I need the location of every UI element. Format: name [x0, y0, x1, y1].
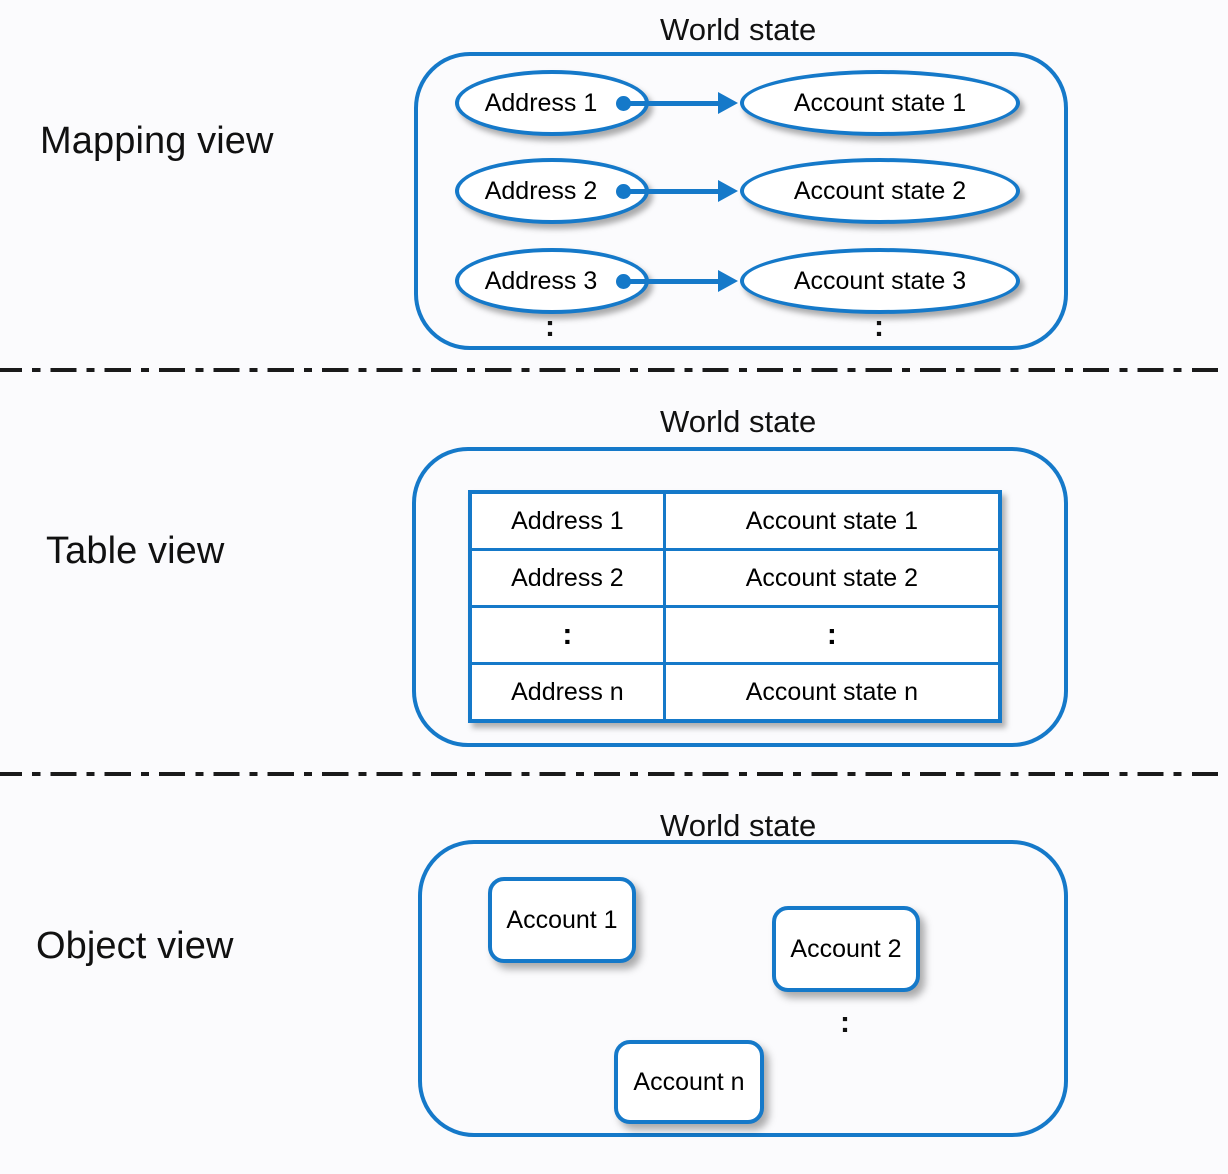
table-cell-address: Address n [468, 662, 666, 723]
world-state-caption-table: World state [660, 404, 817, 439]
address-node-1-label: Address 1 [484, 88, 598, 117]
table-cell-address: Address 2 [468, 548, 666, 608]
row-label-table-view: Table view [46, 530, 225, 572]
table-cell-account-state: Account state n [662, 662, 1002, 723]
account-object-1-label: Account 1 [506, 905, 618, 934]
table-row: Address 2 Account state 2 [468, 548, 1002, 608]
vertical-ellipsis-icon-mapping-left: : [545, 310, 555, 343]
vertical-ellipsis-icon-object: : [840, 1006, 850, 1039]
account-state-node-2: Account state 2 [740, 158, 1020, 224]
table-row: Address 1 Account state 1 [468, 490, 1002, 551]
table-row: : : [468, 605, 1002, 665]
account-object-2: Account 2 [772, 906, 920, 992]
mapping-arrow-1 [628, 92, 738, 114]
account-object-1: Account 1 [488, 877, 636, 963]
mapping-source-dot-2 [616, 184, 631, 199]
world-state-container-object [418, 840, 1068, 1137]
account-state-node-3-label: Account state 3 [793, 266, 967, 295]
table-row: Address n Account state n [468, 662, 1002, 723]
world-state-table: Address 1 Account state 1 Address 2 Acco… [468, 490, 1002, 723]
row-label-mapping-view: Mapping view [40, 120, 274, 162]
table-cell-account-state: Account state 2 [662, 548, 1002, 608]
vertical-ellipsis-icon-mapping-right: : [874, 310, 884, 343]
mapping-source-dot-3 [616, 274, 631, 289]
address-node-3: Address 3 [455, 248, 649, 314]
address-node-2-label: Address 2 [484, 176, 598, 205]
account-state-node-1: Account state 1 [740, 70, 1020, 136]
world-state-caption-mapping: World state [660, 12, 817, 47]
world-state-caption-object: World state [660, 808, 817, 843]
mapping-source-dot-1 [616, 96, 631, 111]
section-divider-1 [0, 368, 1228, 372]
table-cell-address-ellipsis: : [468, 605, 666, 665]
world-state-container-table [412, 447, 1068, 747]
row-label-object-view: Object view [36, 925, 234, 967]
account-object-n: Account n [614, 1040, 764, 1124]
address-node-3-label: Address 3 [484, 266, 598, 295]
world-state-container-mapping [414, 52, 1068, 350]
table-cell-account-state: Account state 1 [662, 490, 1002, 551]
account-state-node-3: Account state 3 [740, 248, 1020, 314]
section-divider-2 [0, 772, 1228, 776]
mapping-arrow-2 [628, 180, 738, 202]
account-state-node-2-label: Account state 2 [793, 176, 967, 205]
account-object-n-label: Account n [633, 1067, 745, 1096]
table-cell-account-state-ellipsis: : [662, 605, 1002, 665]
account-object-2-label: Account 2 [790, 934, 902, 963]
table-cell-address: Address 1 [468, 490, 666, 551]
mapping-arrow-3 [628, 270, 738, 292]
account-state-node-1-label: Account state 1 [793, 88, 967, 117]
